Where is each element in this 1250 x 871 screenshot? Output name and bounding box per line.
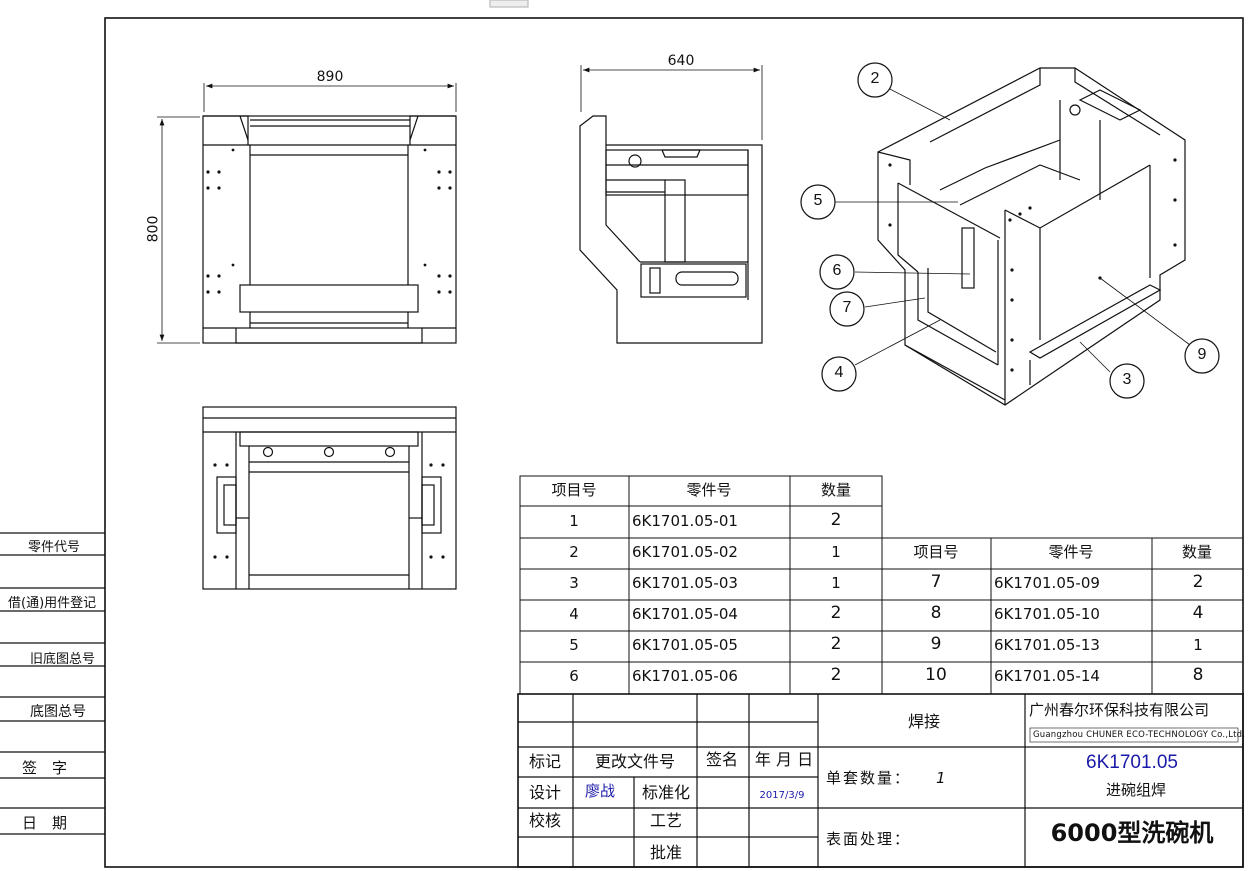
bom-left-header-part: 零件号 — [686, 481, 732, 499]
bom-left-row-5-item: 5 — [569, 636, 579, 654]
bom-right-row-9-qty: 1 — [1193, 636, 1203, 654]
side-label-borrowed-register: 借(通)用件登记 — [8, 596, 97, 611]
tb-drawing-no: 6K1701.05 — [1086, 752, 1178, 773]
bom-left-row-5-qty: 2 — [830, 634, 842, 654]
tb-design: 设计 — [528, 783, 562, 802]
tb-material: 焊接 — [907, 712, 941, 731]
tb-designer: 廖战 — [584, 782, 616, 800]
dim-front-height: 800 — [145, 215, 162, 243]
bom-left-row-3-item: 3 — [569, 574, 579, 592]
tb-check: 校核 — [528, 811, 562, 830]
dim-front-width: 890 — [316, 69, 344, 85]
tb-date-header: 年 月 日 — [754, 750, 814, 769]
tb-qty-per-set: 单套数量： — [826, 769, 912, 787]
balloon-6: 6 — [832, 262, 842, 279]
bom-right-header-qty: 数量 — [1181, 543, 1213, 561]
front-view — [202, 115, 457, 344]
bom-left-row-4-part: 6K1701.05-04 — [632, 605, 738, 623]
hole-dots — [206, 148, 1177, 559]
bom-left-row-3-part: 6K1701.05-03 — [632, 574, 738, 592]
bom-left-row-6-qty: 2 — [830, 665, 842, 685]
balloon-2: 2 — [870, 70, 880, 87]
bom-right-row-10-qty: 8 — [1192, 665, 1204, 685]
bom-right-row-8-qty: 4 — [1192, 603, 1204, 623]
tb-company: 广州春尔环保科技有限公司 — [1029, 701, 1210, 719]
tb-approve: 批准 — [649, 843, 683, 862]
balloon-circles — [800, 62, 1220, 399]
bom-right-row-8-part: 6K1701.05-10 — [994, 605, 1100, 623]
bom-right-row-10-item: 10 — [925, 665, 947, 685]
tb-product: 6000型洗碗机 — [1050, 819, 1214, 847]
bom-right-row-7-part: 6K1701.05-09 — [994, 574, 1100, 592]
bom-right-row-7-qty: 2 — [1192, 572, 1204, 592]
dim-side-width: 640 — [667, 53, 695, 69]
tb-signature: 签名 — [705, 750, 739, 769]
side-label-old-drawing-no: 旧底图总号 — [30, 652, 96, 667]
isometric-view — [877, 67, 1186, 406]
balloon-5: 5 — [813, 192, 823, 209]
bom-right-row-8-item: 8 — [930, 603, 942, 623]
tb-standardize: 标准化 — [641, 783, 691, 802]
bom-right-row-7-item: 7 — [930, 572, 942, 592]
tb-qty-value: 1 — [936, 769, 946, 787]
bom-left-row-2-item: 2 — [569, 543, 579, 561]
bom-left-row-1-part: 6K1701.05-01 — [632, 512, 738, 530]
bom-left-row-2-part: 6K1701.05-02 — [632, 543, 738, 561]
tb-change-doc: 更改文件号 — [594, 752, 676, 771]
bom-right-row-10-part: 6K1701.05-14 — [994, 667, 1100, 685]
bom-right-row-9-part: 6K1701.05-13 — [994, 636, 1100, 654]
bom-left-row-3-qty: 1 — [831, 574, 841, 592]
tb-company-en: Guangzhou CHUNER ECO-TECHNOLOGY Co.,Ltd. — [1033, 730, 1246, 740]
bom-left-row-2-qty: 1 — [831, 543, 841, 561]
side-view — [579, 115, 763, 344]
bom-left-row-1-item: 1 — [569, 512, 579, 530]
balloon-4: 4 — [834, 364, 844, 381]
tb-part-name: 进碗组焊 — [1105, 781, 1167, 799]
bom-left-row-6-item: 6 — [569, 667, 579, 685]
bom-left-grid — [519, 475, 883, 695]
side-label-date: 日 期 — [22, 814, 68, 832]
tb-mark: 标记 — [528, 752, 562, 771]
bom-left-row-1-qty: 2 — [830, 510, 842, 530]
tb-process: 工艺 — [649, 811, 683, 830]
bom-left-header-item: 项目号 — [551, 481, 597, 499]
title-block-grid — [517, 693, 1244, 868]
tb-surface: 表面处理： — [826, 830, 912, 848]
balloon-3: 3 — [1122, 371, 1132, 388]
bom-left-header-qty: 数量 — [820, 481, 852, 499]
side-label-part-code: 零件代号 — [28, 540, 81, 555]
side-label-signature: 签 字 — [22, 759, 68, 777]
bom-left-row-4-item: 4 — [569, 605, 579, 623]
tb-date: 2017/3/9 — [759, 790, 805, 801]
bom-right-row-9-item: 9 — [930, 634, 942, 654]
top-view — [202, 406, 457, 590]
balloon-9: 9 — [1197, 346, 1207, 363]
side-label-drawing-no: 底图总号 — [30, 704, 86, 720]
bom-right-header-item: 项目号 — [913, 543, 959, 561]
bom-left-row-6-part: 6K1701.05-06 — [632, 667, 738, 685]
bom-left-row-5-part: 6K1701.05-05 — [632, 636, 738, 654]
bom-left-row-4-qty: 2 — [830, 603, 842, 623]
balloon-7: 7 — [842, 299, 852, 316]
bom-right-header-part: 零件号 — [1048, 543, 1094, 561]
